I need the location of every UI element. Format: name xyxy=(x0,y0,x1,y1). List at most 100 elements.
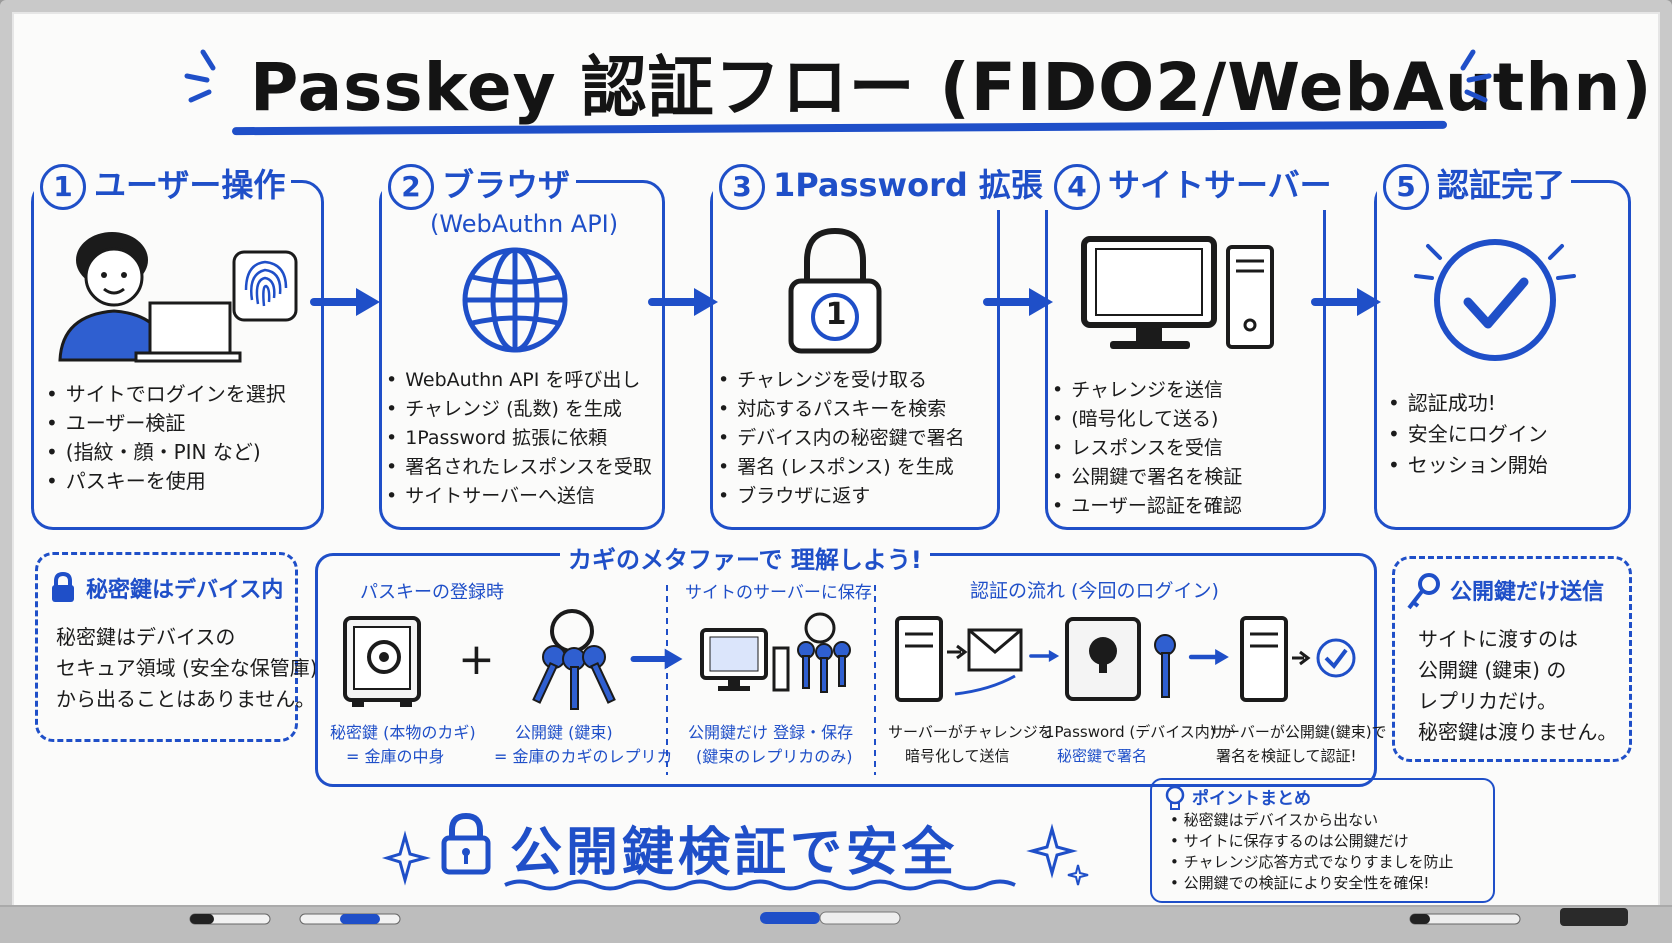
caption-public-key-2: = 金庫のカギのレプリカ xyxy=(494,747,673,766)
flow-server-envelope-icon xyxy=(895,616,1023,702)
flow-safe-key-icon xyxy=(1065,617,1176,701)
caption-store-1: 公開鍵だけ 登録・保存 xyxy=(688,723,854,742)
left-note-line-2: セキュア領域 (安全な保管庫) xyxy=(56,656,318,680)
right-note-line-4: 秘密鍵は渡りません。 xyxy=(1418,720,1618,744)
list-item: 署名 (レスポンス) を生成 xyxy=(718,453,965,482)
step-1-list: サイトでログインを選択 ユーザー検証 (指紋・顔・PIN など) パスキーを使用 xyxy=(46,380,286,496)
caption-flow-1b: 暗号化して送信 xyxy=(905,747,1010,765)
list-item: ブラウザに返す xyxy=(718,482,965,511)
caption-public-key-1: 公開鍵 (鍵束) xyxy=(515,723,613,742)
flow-arrow-2-icon xyxy=(1188,649,1229,665)
right-note-line-2: 公開鍵 (鍵束) の xyxy=(1418,658,1567,682)
list-item: WebAuthn API を呼び出し xyxy=(386,366,652,395)
marker-blue2-icon xyxy=(760,911,901,925)
right-note-title: 公開鍵だけ送信 xyxy=(1450,580,1605,605)
list-item: デバイス内の秘密鍵で署名 xyxy=(718,424,964,453)
caption-flow-3a: サーバーが公開鍵(鍵束)で xyxy=(1210,723,1387,741)
plus-sign: + xyxy=(458,634,495,685)
summary-item-3: • チャレンジ応答方式でなりすましを防止 xyxy=(1170,853,1454,871)
list-item: (暗号化して送る) xyxy=(1052,405,1242,434)
metaphor-section-register: パスキーの登録時 xyxy=(360,582,504,603)
page-title: Passkey 認証フロー (FIDO2/WebAuthn) xyxy=(250,49,1653,126)
right-note-box xyxy=(1392,556,1632,762)
step-3-list: チャレンジを受け取る 対応するパスキーを検索 デバイス内の秘密鍵で署名 署名 (… xyxy=(718,366,965,511)
metaphor-section-flow: 認証の流れ (今回のログイン) xyxy=(970,580,1219,602)
step-5-list: 認証成功! 安全にログイン セッション開始 xyxy=(1388,388,1548,481)
caption-flow-2b: 秘密鍵で署名 xyxy=(1057,747,1148,765)
metaphor-divider-2 xyxy=(874,585,876,775)
caption-flow-1a: サーバーがチャレンジを xyxy=(888,723,1053,741)
arrow-3-4-icon xyxy=(983,288,1053,316)
checkmark-circle-icon xyxy=(1414,239,1576,361)
summary-title: ポイントまとめ xyxy=(1192,789,1311,809)
left-note-title: 秘密鍵はデバイス内 xyxy=(86,578,284,603)
sparkle-star-right-icon xyxy=(1026,823,1089,886)
user-at-laptop-icon xyxy=(58,232,242,363)
arrow-1-2-icon xyxy=(310,288,380,316)
padlock-label: 1 xyxy=(825,297,847,332)
list-item: サイトサーバーへ送信 xyxy=(386,482,652,511)
sparkle-left-icon xyxy=(184,49,216,103)
slogan: 公開鍵検証で安全 xyxy=(510,823,959,883)
summary-item-2: • サイトに保存するのは公開鍵だけ xyxy=(1170,832,1409,850)
left-note-box xyxy=(35,552,298,742)
metaphor-arrow-icon xyxy=(630,648,683,670)
list-item: 公開鍵で署名を検証 xyxy=(1052,463,1242,492)
keyring-icon xyxy=(532,609,616,710)
left-note-line-3: から出ることはありません。 xyxy=(56,687,316,711)
step-2-list: WebAuthn API を呼び出し チャレンジ (乱数) を生成 1Passw… xyxy=(386,366,652,511)
small-lock-icon xyxy=(52,571,74,602)
list-item: セッション開始 xyxy=(1388,450,1548,481)
lightbulb-icon xyxy=(1165,785,1185,810)
step-2-subtitle: (WebAuthn API) xyxy=(430,210,619,238)
key-icon xyxy=(1407,573,1440,610)
metaphor-section-store: サイトのサーバーに保存 xyxy=(685,583,872,603)
list-item: 安全にログイン xyxy=(1388,419,1548,450)
sparkle-star-left-icon xyxy=(381,830,431,886)
list-item: ユーザー認証を確認 xyxy=(1052,492,1242,521)
caption-private-key-1: 秘密鍵 (本物のカギ) xyxy=(330,723,476,742)
list-item: 署名されたレスポンスを受取 xyxy=(386,453,652,482)
right-note-line-3: レプリカだけ。 xyxy=(1418,689,1557,713)
padlock-icon xyxy=(788,227,882,354)
summary-box xyxy=(1150,778,1495,903)
summary-item-4: • 公開鍵での検証により安全性を確保! xyxy=(1170,874,1430,892)
fingerprint-icon xyxy=(232,250,298,322)
big-lock-icon xyxy=(441,812,491,875)
list-item: チャレンジ (乱数) を生成 xyxy=(386,395,652,424)
list-item: 1Password 拡張に依頼 xyxy=(386,424,652,453)
list-item: レスポンスを受信 xyxy=(1052,434,1242,463)
metaphor-title: カギのメタファーで 理解しよう! xyxy=(560,540,930,575)
slogan-wave xyxy=(504,879,1016,891)
caption-flow-2a: 1Password (デバイス内) が xyxy=(1045,723,1236,741)
list-item: サイトでログインを選択 xyxy=(46,380,286,409)
eraser-icon xyxy=(1560,908,1628,926)
flow-server-check-icon xyxy=(1240,616,1356,702)
safe-icon xyxy=(343,616,421,707)
summary-item-1: • 秘密鍵はデバイスから出ない xyxy=(1170,811,1379,829)
caption-private-key-2: = 金庫の中身 xyxy=(346,747,445,766)
step-4-list: チャレンジを送信 (暗号化して送る) レスポンスを受信 公開鍵で署名を検証 ユー… xyxy=(1052,376,1242,521)
list-item: 対応するパスキーを検索 xyxy=(718,395,965,424)
flow-arrow-1-icon xyxy=(1029,650,1060,662)
list-item: ユーザー検証 xyxy=(46,409,286,438)
list-item: (指紋・顔・PIN など) xyxy=(46,438,286,467)
metaphor-divider-1 xyxy=(666,585,668,775)
left-note-line-1: 秘密鍵はデバイスの xyxy=(56,625,236,649)
right-note-line-1: サイトに渡すのは xyxy=(1418,627,1578,651)
caption-store-2: (鍵束のレプリカのみ) xyxy=(696,747,853,766)
marker-black-icon xyxy=(189,913,271,925)
caption-flow-3b: 署名を検証して認証! xyxy=(1216,747,1357,765)
list-item: チャレンジを送信 xyxy=(1052,376,1242,405)
arrow-4-5-icon xyxy=(1311,288,1381,316)
list-item: 認証成功! xyxy=(1388,388,1548,419)
marker-gray-icon xyxy=(1409,913,1521,925)
server-storage-icon xyxy=(700,612,851,693)
globe-icon xyxy=(462,247,568,353)
